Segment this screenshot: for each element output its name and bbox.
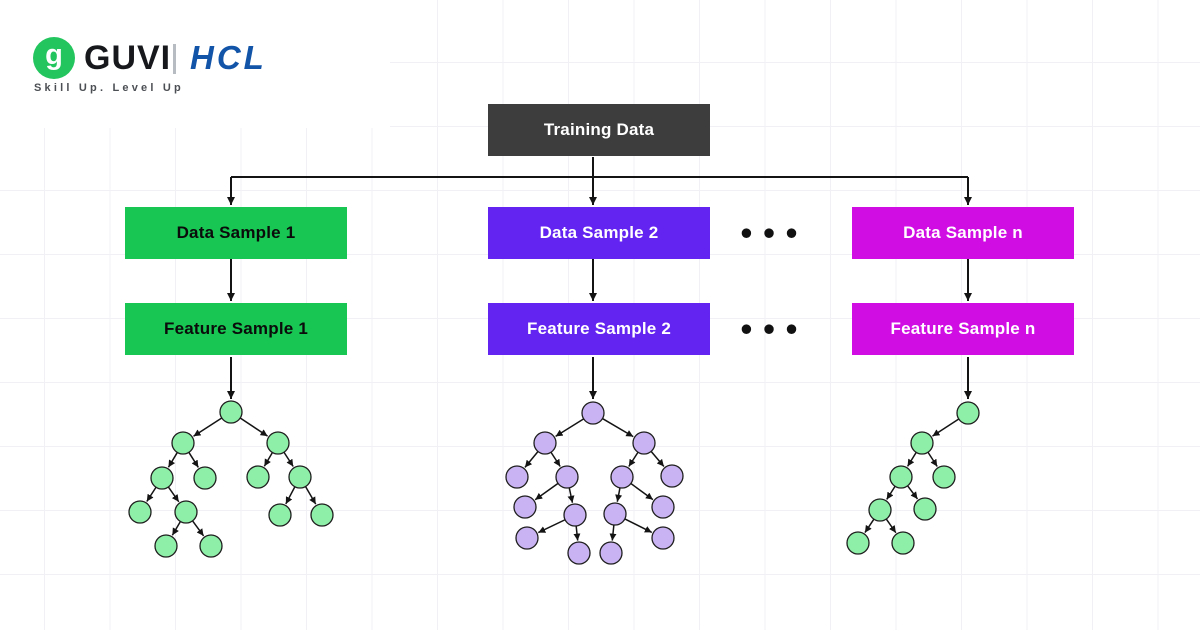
feature-sample-n-box: Feature Sample n — [852, 303, 1074, 355]
tree-node — [246, 465, 270, 489]
logo-tagline: Skill Up. Level Up — [34, 82, 184, 94]
tree-node — [193, 466, 217, 490]
data-sample-1-label: Data Sample 1 — [176, 223, 296, 242]
tree-node — [199, 534, 223, 558]
feature-sample-1-label: Feature Sample 1 — [164, 319, 308, 338]
tree-node — [268, 503, 292, 527]
tree-node — [171, 431, 195, 455]
feature-sample-1-box: Feature Sample 1 — [125, 303, 347, 355]
logo-divider — [173, 44, 176, 74]
training-data-box: Training Data — [488, 104, 710, 156]
tree-node — [891, 531, 915, 555]
tree-node — [513, 495, 537, 519]
tree-node — [219, 400, 243, 424]
tree-node — [150, 466, 174, 490]
tree-2 — [505, 401, 684, 565]
tree-node — [632, 431, 656, 455]
tree-node — [505, 465, 529, 489]
tree-node — [154, 534, 178, 558]
tree-node — [174, 500, 198, 524]
data-sample-2-box: Data Sample 2 — [488, 207, 710, 259]
tree-3 — [846, 401, 980, 555]
tree-node — [555, 465, 579, 489]
tree-node — [610, 465, 634, 489]
tree-node — [932, 465, 956, 489]
tree-node — [310, 503, 334, 527]
data-sample-2-label: Data Sample 2 — [539, 223, 659, 242]
training-data-label: Training Data — [543, 120, 655, 139]
tree-node — [956, 401, 980, 425]
ellipsis-row-2: ••• — [740, 310, 809, 347]
tree-node — [846, 531, 870, 555]
tree-node — [651, 495, 675, 519]
tree-node — [599, 541, 623, 565]
tree-node — [910, 431, 934, 455]
hcl-wordmark: HCL — [190, 39, 267, 76]
guvi-g-glyph: g — [45, 38, 63, 71]
feature-sample-2-label: Feature Sample 2 — [527, 319, 671, 338]
tree-node — [581, 401, 605, 425]
feature-sample-n-label: Feature Sample n — [890, 319, 1036, 338]
tree-node — [533, 431, 557, 455]
tree-node — [266, 431, 290, 455]
tree-node — [515, 526, 539, 550]
tree-node — [288, 465, 312, 489]
tree-node — [563, 503, 587, 527]
tree-node — [128, 500, 152, 524]
guvi-wordmark: GUVI — [84, 39, 172, 77]
ellipsis-row-1: ••• — [740, 214, 809, 251]
connectors — [227, 157, 972, 399]
tree-node — [889, 465, 913, 489]
data-sample-n-box: Data Sample n — [852, 207, 1074, 259]
feature-sample-2-box: Feature Sample 2 — [488, 303, 710, 355]
tree-node — [651, 526, 675, 550]
guvi-logo-icon: g — [33, 37, 75, 79]
tree-1 — [128, 400, 334, 558]
data-sample-1-box: Data Sample 1 — [125, 207, 347, 259]
tree-node — [567, 541, 591, 565]
tree-node — [603, 502, 627, 526]
tree-node — [913, 497, 937, 521]
tree-node — [868, 498, 892, 522]
tree-node — [660, 464, 684, 488]
data-sample-n-label: Data Sample n — [903, 223, 1023, 242]
